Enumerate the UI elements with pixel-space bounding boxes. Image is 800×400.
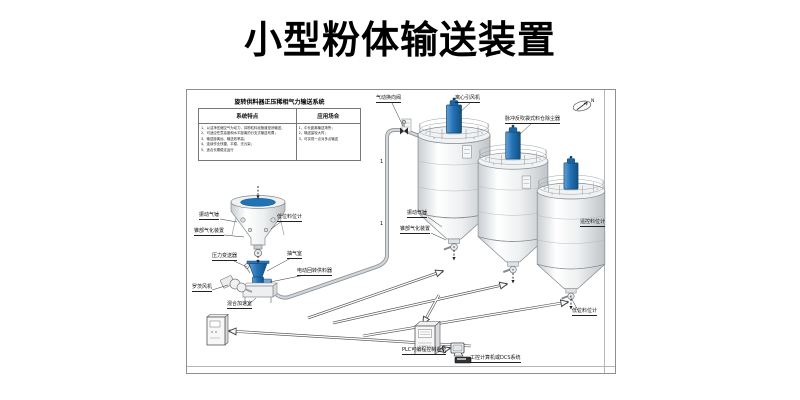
frame-inner-bottom xyxy=(187,366,615,367)
label-cone-aeration-left: 锥部气化装置 xyxy=(194,228,225,237)
spec-table-block: 旋转供料器正压稀相气力输送系统 系统特点 应用场合 1、以洁净压缩空气为动力，将… xyxy=(198,97,362,161)
spec-table: 系统特点 应用场合 1、以洁净压缩空气为动力，将粉粒料经管道密闭输送； 2、可适… xyxy=(198,108,362,161)
feature-item: 5、适合长期稳定运行 xyxy=(201,147,234,152)
page-title: 小型粉体输送装置 xyxy=(243,18,556,62)
diagram-frame: 旋转供料器正压稀相气力输送系统 系统特点 应用场合 1、以洁净压缩空气为动力，将… xyxy=(186,89,616,374)
label-vib-hammer-left: 振动气锤 xyxy=(199,212,220,221)
industrial-computer xyxy=(450,342,472,364)
label-computer: 工控计算机或DCS系统 xyxy=(470,355,521,364)
label-rotary-feeder: 电动回转供料器 xyxy=(297,268,333,277)
spec-features-cell: 1、以洁净压缩空气为动力，将粉粒料经管道密闭输送； 2、可适应任意高度和水平距离… xyxy=(198,123,297,161)
label-pressure-transmitter: 压力变送器 xyxy=(212,253,238,262)
pressure-transmitter xyxy=(244,263,251,274)
feature-item: 1、以洁净压缩空气为动力，将粉粒料经管道密闭输送； xyxy=(201,126,285,130)
label-pneumatic-valve: 气动换向阀 xyxy=(376,95,402,104)
spec-applications-cell: 1、中长距离输送场所； 2、输送量较大时； 3、可实现一点对多点输送 xyxy=(295,123,362,161)
feature-item: 2、可适应任意高度和水平距离的分支式输送布置； xyxy=(201,131,278,136)
label-centrifugal-fan: 离心引风机 xyxy=(455,95,481,104)
label-dust-collector: 脉冲反吹袋式料仓除尘器 xyxy=(505,116,561,125)
material-flow-heads xyxy=(256,195,573,310)
label-vib-hammer-mid: 振动气锤 xyxy=(407,210,428,219)
application-item: 3、可实现一点对多点输送 xyxy=(298,136,339,141)
label-remote-level: 遥控料位计 xyxy=(580,219,606,228)
label-plc: PLC可编程控制系统 xyxy=(402,347,447,356)
north-indicator xyxy=(572,100,592,112)
spec-col2-header: 应用场合 xyxy=(295,108,362,124)
application-item: 2、输送量较大时； xyxy=(298,131,328,136)
north-label: N xyxy=(591,99,595,104)
diagram-canvas xyxy=(206,96,606,364)
plc-cabinet xyxy=(414,320,441,356)
roots-blower xyxy=(220,275,253,293)
pipe-marker-1: 1 xyxy=(380,159,384,165)
spec-col1-header: 系统特点 xyxy=(198,108,297,124)
application-item: 1、中长距离输送场所； xyxy=(298,126,335,130)
pipe-marker-2: 1 xyxy=(380,221,384,227)
label-cone-aeration-mid: 锥部气化装置 xyxy=(400,226,431,235)
diverter-valve xyxy=(400,120,408,135)
feed-hopper xyxy=(230,195,286,257)
label-low-level-left: 低位料位计 xyxy=(277,214,303,223)
spec-table-title: 旋转供料器正压稀相气力输送系统 xyxy=(234,99,325,106)
label-air-chamber: 抽气室 xyxy=(287,251,303,260)
label-low-level-right: 低位料位计 xyxy=(572,308,598,317)
label-roots-blower: 罗茨风机 xyxy=(192,284,213,293)
local-control-box xyxy=(206,313,229,346)
feature-item: 4、连续作业快捷、平稳、无污染； xyxy=(201,142,255,147)
signal-lines xyxy=(229,271,568,351)
label-mixing-chamber: 混合加速室 xyxy=(227,301,253,310)
feature-item: 3、输送距离远、输送效率高； xyxy=(201,136,248,141)
